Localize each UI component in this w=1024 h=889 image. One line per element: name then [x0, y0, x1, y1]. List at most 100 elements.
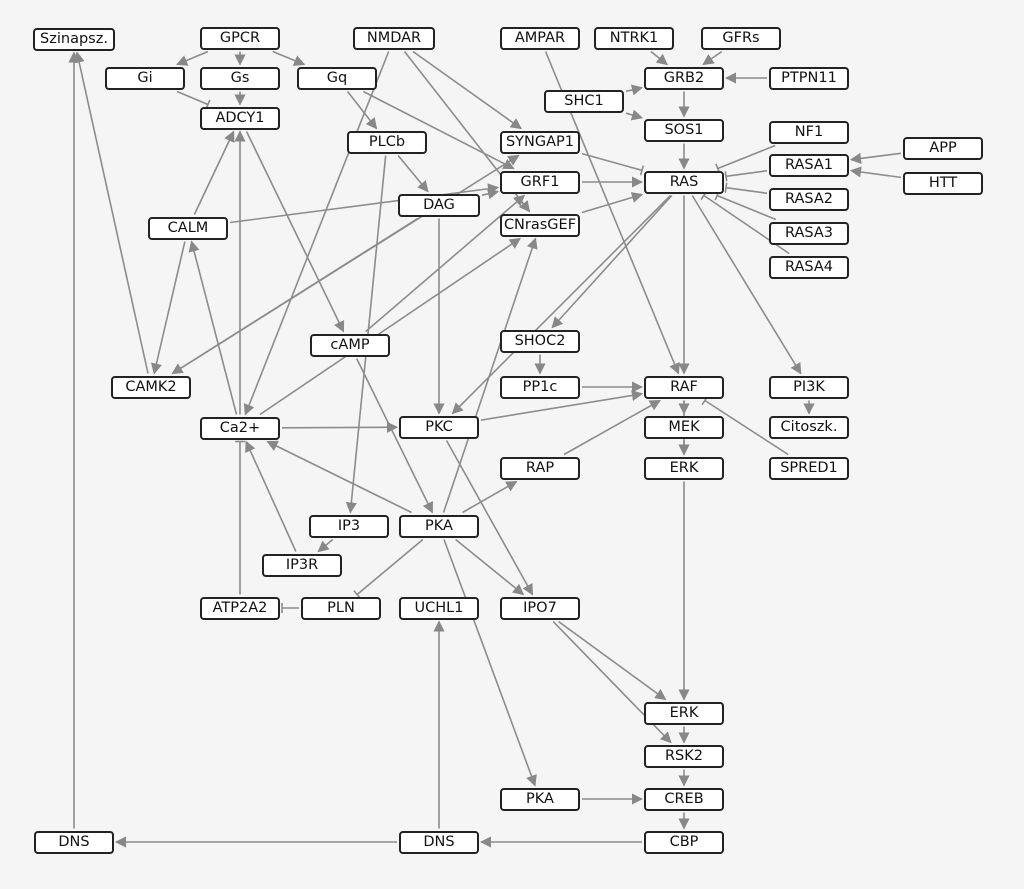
node-ipo7: IPO7: [500, 596, 580, 620]
edge-pka1-to-ca2: [266, 440, 412, 514]
node-gpcr: GPCR: [200, 26, 280, 50]
edge-gpcr-to-gq: [272, 50, 306, 66]
node-rasa2: RASA2: [769, 187, 849, 211]
edge-app-to-rasa1: [849, 152, 902, 164]
node-grf1: GRF1: [500, 170, 580, 194]
edge-gq-to-plcb: [346, 91, 378, 130]
edge-rap-to-raf: [563, 399, 661, 456]
edge-gfrs-to-grb2: [702, 50, 723, 66]
edge-camk2-to-szinapsz: [73, 51, 149, 374]
edge-cnrasgef-to-ras: [581, 192, 644, 214]
node-uchl1: UCHL1: [399, 596, 479, 620]
edge-pka1-to-pka2: [443, 539, 537, 787]
node-shoc2: SHOC2: [500, 329, 580, 353]
edge-pkc-to-ipo7: [445, 440, 534, 596]
node-grb2: GRB2: [644, 66, 724, 90]
edge-rasa1-to-ras: [724, 169, 768, 182]
node-adcy1: ADCY1: [200, 106, 280, 130]
node-dag: DAG: [398, 193, 480, 217]
edge-pka1-to-cnrasgef: [442, 237, 538, 513]
edge-rasa3-to-ras: [714, 190, 777, 221]
node-htt: HTT: [903, 171, 983, 195]
node-erk-cytoplasm: ERK: [644, 456, 724, 480]
edge-gq-to-grf1: [362, 90, 515, 170]
node-gi: Gi: [105, 66, 185, 90]
node-cbp: CBP: [644, 830, 724, 854]
node-ampar: AMPAR: [500, 26, 580, 50]
node-rasa1: RASA1: [769, 153, 849, 177]
inhibition-bar: [639, 165, 645, 176]
node-sos1: SOS1: [644, 118, 724, 142]
node-ip3: IP3: [309, 514, 389, 538]
edge-ip3-to-ip3r: [317, 538, 334, 553]
node-ip3r: IP3R: [262, 553, 342, 577]
node-ptpn11: PTPN11: [769, 66, 849, 90]
edge-camp-to-pka1: [355, 358, 434, 514]
inhibition-bar: [724, 182, 728, 193]
edge-syngap1-to-ras: [581, 152, 645, 176]
node-calm: CALM: [148, 216, 228, 240]
edge-ras-to-shoc2: [551, 194, 673, 329]
node-camp: cAMP: [310, 333, 390, 357]
node-app: APP: [903, 136, 983, 160]
edge-shc1-to-grb2: [625, 84, 644, 96]
edge-calm-to-grf1: [229, 183, 500, 224]
node-pka-cytoplasm: PKA: [399, 514, 479, 538]
node-pkc: PKC: [399, 415, 479, 439]
node-atp2a2: ATP2A2: [200, 596, 280, 620]
node-pln: PLN: [301, 596, 381, 620]
edge-calm-to-camk2: [150, 241, 186, 375]
edge-rasa2-to-ras: [724, 182, 768, 195]
edge-camk2-to-syngap1: [172, 154, 520, 375]
node-ntrk1: NTRK1: [594, 26, 674, 50]
node-creb: CREB: [644, 787, 724, 811]
edge-nf1-to-ras: [715, 144, 776, 174]
edge-plcb-to-dag: [397, 154, 429, 193]
node-rasa3: RASA3: [769, 221, 849, 245]
node-gq: Gq: [297, 66, 377, 90]
edge-ip3r-to-ca2: [245, 440, 297, 552]
node-ras: RAS: [644, 170, 724, 194]
node-pi3k: PI3K: [769, 375, 849, 399]
node-citoszk: Citoszk.: [769, 415, 849, 439]
edge-ca2-to-cnrasgef: [259, 237, 521, 416]
edge-adcy1-to-camp: [245, 131, 345, 333]
edge-htt-to-rasa1: [849, 166, 902, 179]
node-pka-nucleus: PKA: [500, 787, 580, 811]
node-syngap1: SYNGAP1: [500, 130, 580, 154]
node-nmdar: NMDAR: [353, 26, 435, 50]
edge-shc1-to-sos1: [625, 109, 644, 121]
edge-pka1-to-rap: [462, 480, 518, 514]
node-erk-nucleus: ERK: [644, 701, 724, 725]
node-cnrasgef: CNrasGEF: [500, 213, 580, 237]
edge-nmdar-to-ca2: [243, 51, 390, 416]
edge-ca2-to-calm: [188, 240, 238, 415]
node-szinapsz: Szinapsz.: [33, 27, 115, 51]
node-raf: RAF: [644, 375, 724, 399]
edge-atp2a2-to-ca2: [235, 440, 245, 595]
edge-ca2-to-pkc: [281, 421, 399, 433]
edge-camp-to-grf1: [365, 194, 526, 333]
node-rap: RAP: [500, 456, 580, 480]
edge-gpcr-to-gi: [176, 50, 209, 66]
node-dns-center: DNS: [399, 830, 479, 854]
node-ca2: Ca2+: [200, 416, 280, 440]
edge-pka1-to-ipo7: [455, 538, 525, 596]
edge-ras-to-pi3k: [691, 195, 802, 375]
node-rsk2: RSK2: [644, 744, 724, 768]
inhibition-bar: [724, 171, 728, 182]
node-plcb: PLCb: [347, 130, 427, 154]
edge-calm-to-adcy1: [193, 130, 235, 215]
edge-pka1-to-pln: [353, 538, 424, 599]
edge-pkc-to-raf: [480, 389, 644, 421]
node-mek: MEK: [644, 415, 724, 439]
node-dns-left: DNS: [34, 830, 114, 854]
node-spred1: SPRED1: [769, 456, 849, 480]
node-nf1: NF1: [769, 120, 849, 144]
edge-ntrk1-to-grb2: [650, 50, 668, 66]
edge-ipo7-to-erk2: [558, 620, 667, 701]
node-shc1: SHC1: [544, 89, 624, 113]
edge-pln-to-atp2a2: [281, 603, 299, 613]
